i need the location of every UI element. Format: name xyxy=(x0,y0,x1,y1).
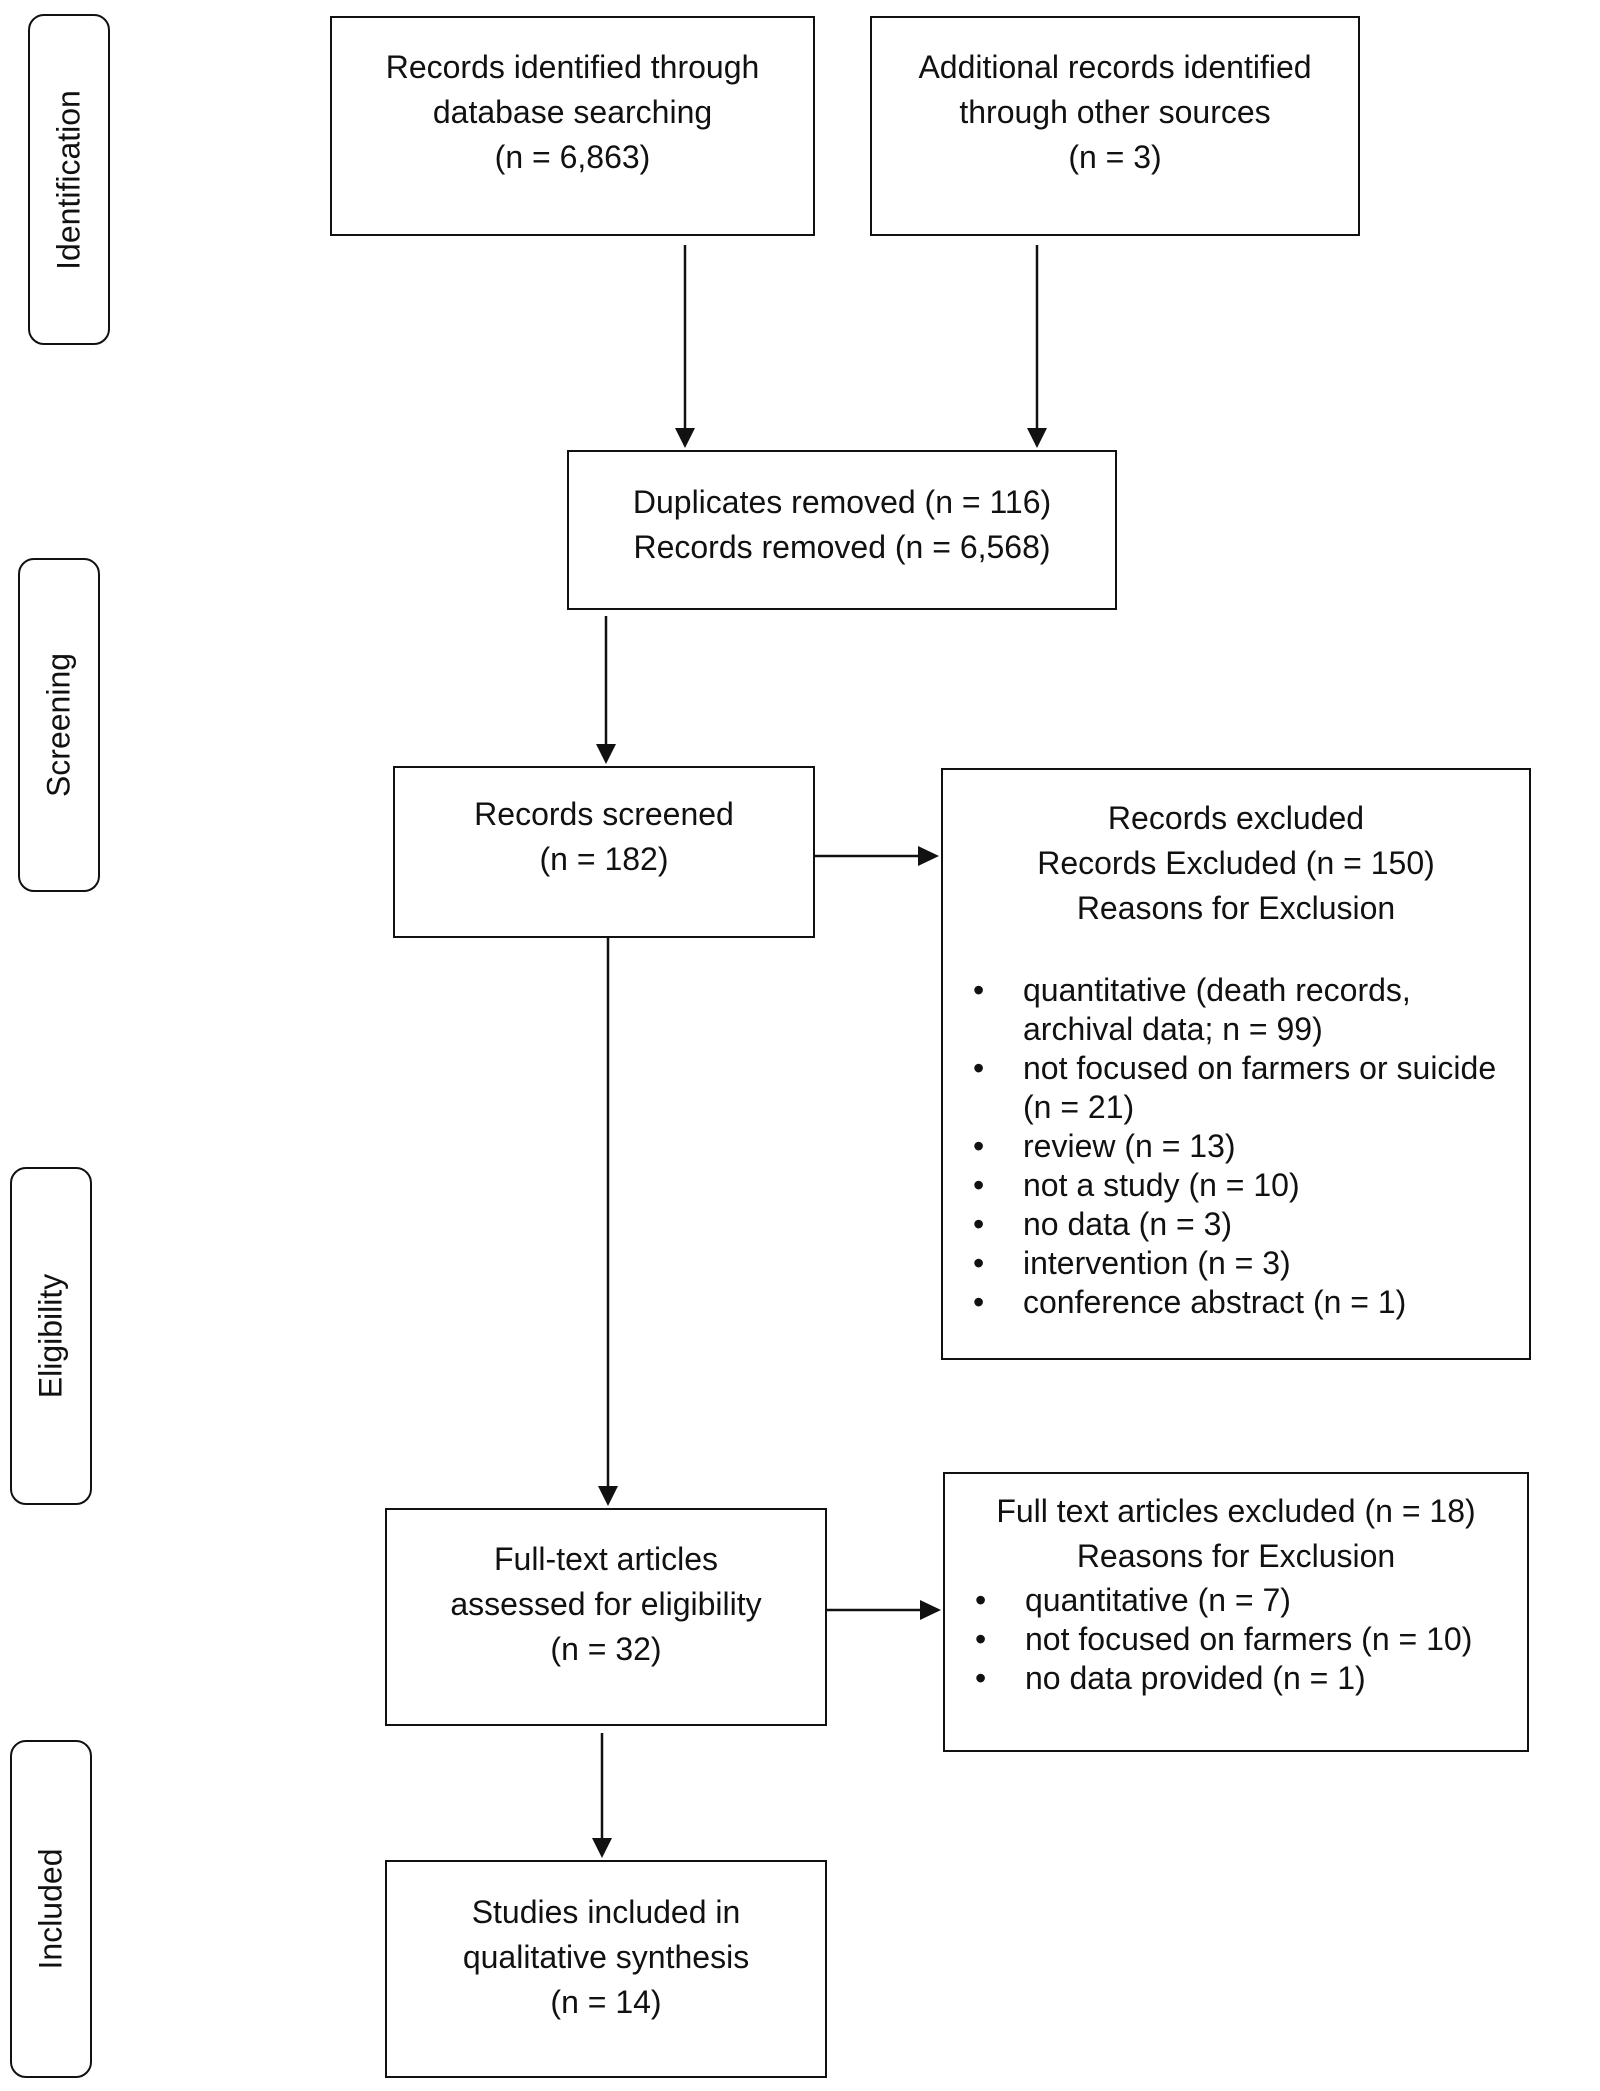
records-removed-line: Records removed (n = 6,568) xyxy=(633,529,1051,565)
records-screened-count: (n = 182) xyxy=(539,841,669,877)
records-identified-database-count: (n = 6,863) xyxy=(494,139,651,175)
records-identified-other-box: Additional records identified through ot… xyxy=(870,16,1360,236)
stage-identification: Identification xyxy=(28,14,110,345)
records-identified-database-line2: database searching xyxy=(432,94,713,130)
exclusion-reason: not a study (n = 10) xyxy=(943,1166,1503,1205)
fulltext-excluded-reasons-heading: Reasons for Exclusion xyxy=(1076,1538,1396,1574)
exclusion-reason: review (n = 13) xyxy=(943,1127,1503,1166)
records-excluded-reasons-list: quantitative (death records, archival da… xyxy=(943,971,1503,1322)
records-identified-other-line2: through other sources xyxy=(959,94,1271,130)
records-identified-other-count: (n = 3) xyxy=(1068,139,1162,175)
fulltext-exclusion-reason: no data provided (n = 1) xyxy=(945,1659,1527,1698)
duplicates-removed-box: Duplicates removed (n = 116) Records rem… xyxy=(567,450,1117,610)
exclusion-reason: quantitative (death records, archival da… xyxy=(943,971,1503,1049)
records-excluded-title: Records excluded xyxy=(1107,800,1365,836)
arrowhead xyxy=(918,846,939,866)
arrowhead xyxy=(920,1600,941,1620)
exclusion-reason: conference abstract (n = 1) xyxy=(943,1283,1503,1322)
fulltext-assessed-line1: Full-text articles xyxy=(493,1541,719,1577)
studies-included-box: Studies included in qualitative synthesi… xyxy=(385,1860,827,2078)
records-identified-database-box: Records identified through database sear… xyxy=(330,16,815,236)
arrowhead xyxy=(1027,428,1047,448)
stage-included: Included xyxy=(10,1740,92,2078)
exclusion-reason: not focused on farmers or suicide (n = 2… xyxy=(943,1049,1503,1127)
records-screened-label: Records screened xyxy=(474,796,734,832)
studies-included-line1: Studies included in xyxy=(471,1894,741,1930)
fulltext-excluded-reasons-list: quantitative (n = 7) not focused on farm… xyxy=(945,1581,1527,1698)
studies-included-line2: qualitative synthesis xyxy=(462,1939,750,1975)
fulltext-excluded-box: Full text articles excluded (n = 18) Rea… xyxy=(943,1472,1529,1752)
records-identified-other-line1: Additional records identified xyxy=(918,49,1312,85)
records-excluded-count: Records Excluded (n = 150) xyxy=(1037,845,1435,881)
arrowhead xyxy=(592,1838,612,1858)
studies-included-count: (n = 14) xyxy=(550,1984,662,2020)
arrowhead xyxy=(596,744,616,764)
records-screened-box: Records screened (n = 182) xyxy=(393,766,815,938)
stage-eligibility: Eligibility xyxy=(10,1167,92,1505)
stage-screening: Screening xyxy=(18,558,100,892)
duplicates-removed-line: Duplicates removed (n = 116) xyxy=(632,484,1052,520)
fulltext-assessed-line2: assessed for eligibility xyxy=(450,1586,762,1622)
fulltext-assessed-count: (n = 32) xyxy=(550,1631,662,1667)
fulltext-excluded-title: Full text articles excluded (n = 18) xyxy=(996,1493,1476,1529)
records-identified-database-line1: Records identified through xyxy=(385,49,760,85)
fulltext-assessed-box: Full-text articles assessed for eligibil… xyxy=(385,1508,827,1726)
fulltext-exclusion-reason: quantitative (n = 7) xyxy=(945,1581,1527,1620)
arrowhead xyxy=(598,1486,618,1506)
records-excluded-reasons-heading: Reasons for Exclusion xyxy=(1076,890,1396,926)
records-excluded-box: Records excluded Records Excluded (n = 1… xyxy=(941,768,1531,1360)
exclusion-reason: no data (n = 3) xyxy=(943,1205,1503,1244)
fulltext-exclusion-reason: not focused on farmers (n = 10) xyxy=(945,1620,1527,1659)
arrowhead xyxy=(675,428,695,448)
exclusion-reason: intervention (n = 3) xyxy=(943,1244,1503,1283)
